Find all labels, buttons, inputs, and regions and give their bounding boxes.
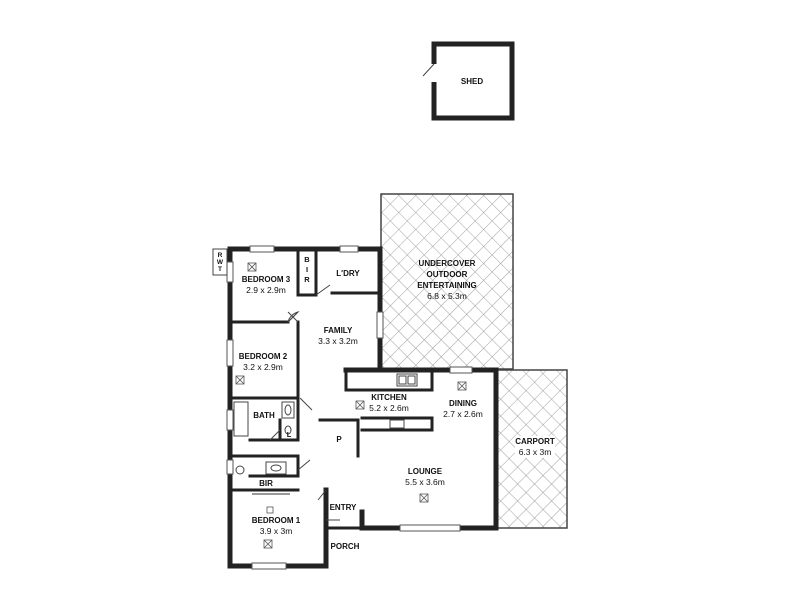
porch-label: PORCH xyxy=(331,542,360,551)
carport-label: CARPORT xyxy=(515,437,555,446)
undercover-label-3: ENTERTAINING xyxy=(417,281,476,290)
lounge-label: LOUNGE xyxy=(408,467,443,476)
bir-bottom-label: BIR xyxy=(259,479,273,488)
fixtures xyxy=(212,248,418,495)
bir-top-label-b: B xyxy=(304,255,310,264)
kitchen-label: KITCHEN xyxy=(371,393,407,402)
rwt-label-r: R xyxy=(218,252,223,259)
carport-dims: 6.3 x 3m xyxy=(519,447,552,457)
undercover-entertaining: UNDERCOVER OUTDOOR ENTERTAINING 6.8 x 5.… xyxy=(380,193,514,370)
bedroom1-dims: 3.9 x 3m xyxy=(260,526,293,536)
pantry-label: P xyxy=(336,435,342,444)
bedroom1-label: BEDROOM 1 xyxy=(252,516,301,525)
bir-top-label-r: R xyxy=(304,275,310,284)
bath-label: BATH xyxy=(253,411,275,420)
light-fittings xyxy=(235,262,467,549)
kitchen-dims: 5.2 x 2.6m xyxy=(369,403,409,413)
doors-windows xyxy=(226,245,473,570)
undercover-label-2: OUTDOOR xyxy=(427,270,468,279)
rwt-label-w: W xyxy=(217,259,224,266)
rwt-label-t: T xyxy=(218,266,222,273)
dining-dims: 2.7 x 2.6m xyxy=(443,409,483,419)
entry-label: ENTRY xyxy=(330,503,357,512)
family-label: FAMILY xyxy=(324,326,353,335)
interior-walls xyxy=(228,247,434,530)
bedroom2-label: BEDROOM 2 xyxy=(239,352,288,361)
undercover-label-1: UNDERCOVER xyxy=(419,259,476,268)
undercover-dims: 6.8 x 5.3m xyxy=(427,291,467,301)
bedroom3-dims: 2.9 x 2.9m xyxy=(246,285,286,295)
lounge-dims: 5.5 x 3.6m xyxy=(405,477,445,487)
room-labels: R W T B I R L'DRY BEDROOM 3 2.9 x 2.9m F… xyxy=(217,252,483,551)
shed: SHED xyxy=(422,41,515,121)
dining-label: DINING xyxy=(449,399,477,408)
laundry-label: L'DRY xyxy=(336,269,360,278)
carport: CARPORT 6.3 x 3m xyxy=(495,369,568,529)
bir-top-label-i: I xyxy=(306,265,308,274)
shed-label: SHED xyxy=(461,77,483,86)
bedroom2-dims: 3.2 x 2.9m xyxy=(243,362,283,372)
family-dims: 3.3 x 3.2m xyxy=(318,336,358,346)
bedroom3-label: BEDROOM 3 xyxy=(242,275,291,284)
wc-label: L xyxy=(287,430,292,439)
